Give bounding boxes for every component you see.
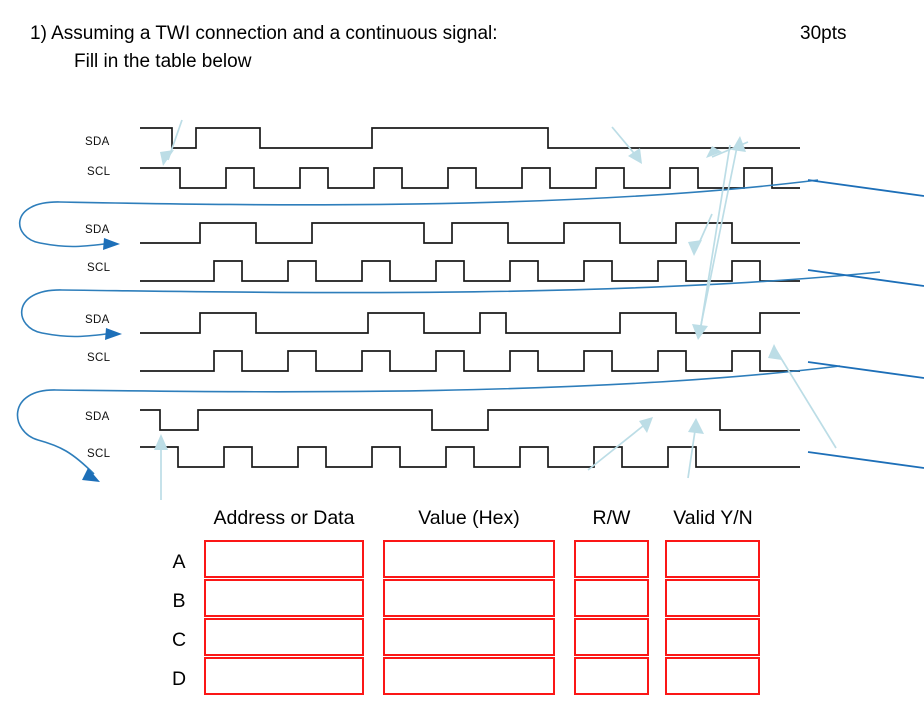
signal-label-scl-2: SCL: [87, 262, 111, 274]
annotation-arrowhead-7: [768, 344, 782, 360]
table-header-address-or-data: Address or Data: [213, 507, 355, 529]
wrap-arrowhead-2: [105, 328, 122, 340]
signal-label-sda-2: SDA: [85, 224, 110, 236]
wrap-tail-3: [807, 361, 924, 379]
wrap-connector-2: [20, 271, 881, 338]
waveform-traces: [16, 119, 924, 500]
annotation-arrow-6: [687, 423, 697, 479]
annotation-arrowhead-6: [688, 418, 704, 434]
table-cell-d-address-or-data[interactable]: [204, 657, 364, 695]
signal-label-sda-3: SDA: [85, 314, 110, 326]
table-cell-a-valid-yn[interactable]: [665, 540, 760, 578]
table-cell-b-address-or-data[interactable]: [204, 579, 364, 617]
annotation-arrowhead-start-4: [154, 434, 168, 450]
wrap-connector-1: [18, 179, 819, 248]
wrap-arrowhead-1: [103, 238, 120, 250]
table-cell-c-value-hex[interactable]: [383, 618, 555, 656]
table-row-label-b: B: [172, 590, 186, 612]
annotation-arrowhead-2: [628, 148, 642, 164]
table-cell-d-value-hex[interactable]: [383, 657, 555, 695]
wrap-arrowhead-3: [82, 468, 100, 482]
table-header-valid-yn: Valid Y/N: [673, 507, 753, 529]
signal-label-scl-1: SCL: [87, 166, 111, 178]
table-cell-a-rw[interactable]: [574, 540, 649, 578]
trace-scl-2: [140, 260, 800, 282]
annotation-arrow-5: [587, 421, 649, 471]
signal-label-scl-4: SCL: [87, 448, 111, 460]
annotation-arrowhead-3: [706, 146, 722, 158]
table-row-label-d: D: [171, 668, 187, 690]
trace-scl-3: [140, 350, 800, 372]
trace-sda-2: [140, 222, 800, 244]
trace-sda-4: [140, 409, 800, 431]
annotation-arrowhead-long-down: [692, 324, 708, 340]
table-row-label-a: A: [172, 551, 186, 573]
table-header-rw: R/W: [592, 507, 631, 529]
table-cell-b-valid-yn[interactable]: [665, 579, 760, 617]
table-cell-a-value-hex[interactable]: [383, 540, 555, 578]
table-cell-a-address-or-data[interactable]: [204, 540, 364, 578]
answer-table: Address or Data Value (Hex) R/W Valid Y/…: [0, 500, 924, 710]
table-row-label-c: C: [171, 629, 187, 651]
trace-sda-3: [140, 312, 800, 334]
wrap-tail-2: [807, 269, 924, 287]
wrap-tail-4: [807, 451, 924, 469]
table-cell-c-address-or-data[interactable]: [204, 618, 364, 656]
table-cell-d-valid-yn[interactable]: [665, 657, 760, 695]
table-cell-b-rw[interactable]: [574, 579, 649, 617]
table-cell-c-valid-yn[interactable]: [665, 618, 760, 656]
waveform-diagram: SDA SCL SDA SCL SDA SCL SDA SCL: [16, 119, 924, 500]
question-subtitle: Fill in the table below: [74, 51, 252, 72]
annotation-arrowhead-4: [688, 240, 702, 256]
signal-label-sda-4: SDA: [85, 411, 110, 423]
annotation-arrow-7: [775, 349, 837, 449]
annotation-arrowhead-start-1: [160, 150, 174, 166]
annotation-arrowhead-long-up: [732, 136, 746, 152]
annotation-arrow-long-up: [699, 141, 739, 331]
trace-scl-4: [140, 446, 800, 468]
trace-scl-1: [140, 167, 800, 189]
wrap-tail-1: [807, 179, 924, 197]
table-cell-c-rw[interactable]: [574, 618, 649, 656]
signal-label-scl-3: SCL: [87, 352, 111, 364]
question-title: 1) Assuming a TWI connection and a conti…: [30, 23, 498, 44]
wrap-connector-3: [16, 365, 841, 475]
signal-label-sda-1: SDA: [85, 136, 110, 148]
question-points: 30pts: [800, 23, 847, 44]
annotation-arrowhead-5: [639, 417, 653, 433]
table-header-value-hex: Value (Hex): [418, 507, 520, 529]
trace-sda-1: [140, 127, 800, 149]
table-cell-d-rw[interactable]: [574, 657, 649, 695]
table-cell-b-value-hex[interactable]: [383, 579, 555, 617]
annotation-arrow-long-down: [699, 144, 731, 333]
